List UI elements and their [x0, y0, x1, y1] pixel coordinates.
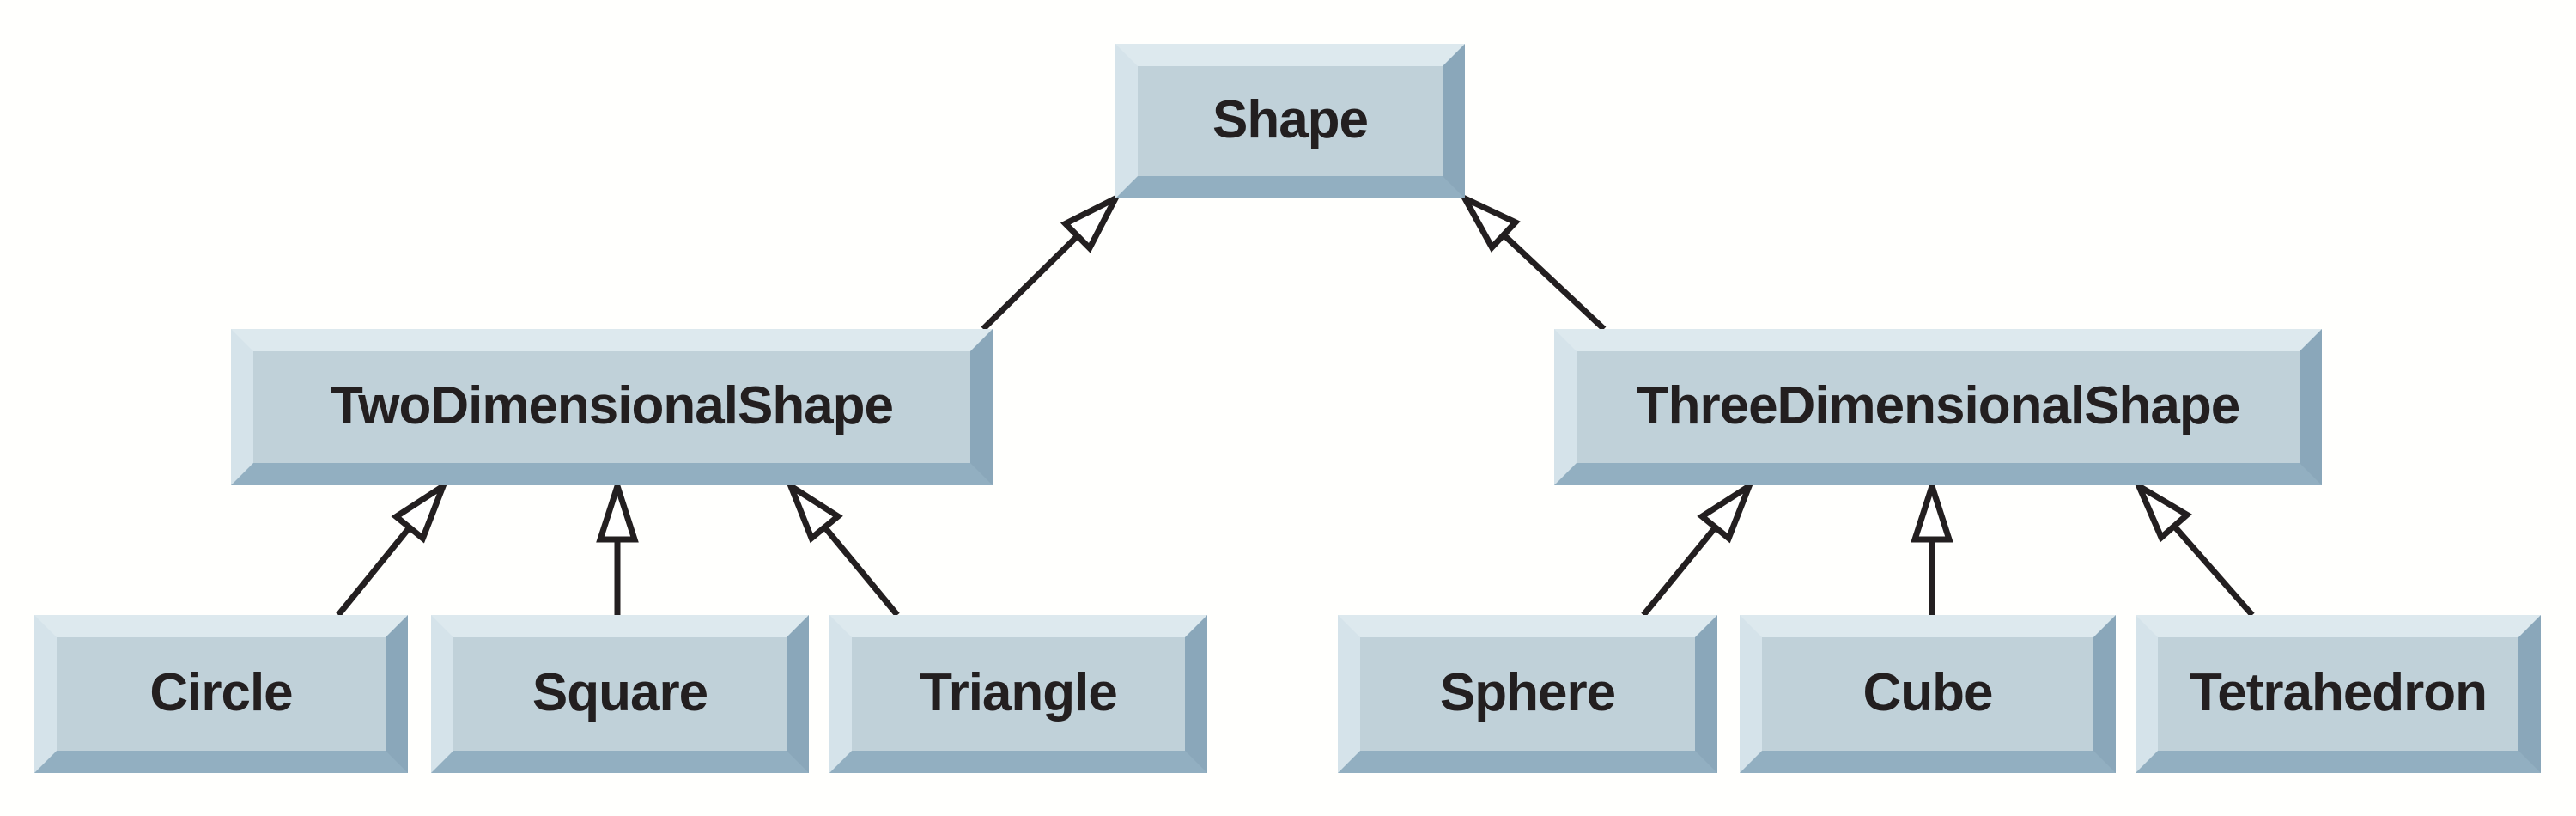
generalization-arrow-cube-to-threedimensionalshape — [1911, 476, 1953, 615]
class-node-label: Circle — [149, 662, 293, 722]
class-node-square: Square — [431, 615, 809, 773]
class-node-shape: Shape — [1115, 44, 1465, 198]
class-node-label: Tetrahedron — [2189, 662, 2488, 722]
class-node-threedimensionalshape: ThreeDimensionalShape — [1554, 329, 2322, 485]
class-node-label: Square — [532, 662, 708, 722]
class-node-label: Triangle — [920, 662, 1118, 722]
class-node-label: Shape — [1212, 89, 1369, 149]
class-node-label: Cube — [1862, 662, 1994, 722]
generalization-arrow-twodimensionalshape-to-shape — [981, 191, 1123, 332]
class-node-label: TwoDimensionalShape — [330, 375, 894, 435]
generalization-arrow-threedimensionalshape-to-shape — [1457, 192, 1607, 332]
class-node-triangle: Triangle — [829, 615, 1207, 773]
generalization-arrow-triangle-to-twodimensionalshape — [784, 478, 900, 618]
class-node-cube: Cube — [1740, 615, 2116, 773]
class-node-label: ThreeDimensionalShape — [1636, 375, 2241, 435]
generalization-arrow-sphere-to-threedimensionalshape — [1641, 478, 1756, 618]
class-node-twodimensionalshape: TwoDimensionalShape — [231, 329, 993, 485]
class-node-sphere: Sphere — [1338, 615, 1717, 773]
generalization-arrow-square-to-twodimensionalshape — [596, 476, 639, 615]
class-node-label: Sphere — [1439, 662, 1616, 722]
class-node-tetrahedron: Tetrahedron — [2136, 615, 2541, 773]
generalization-arrow-circle-to-twodimensionalshape — [336, 478, 450, 618]
class-node-circle: Circle — [34, 615, 408, 773]
generalization-arrow-tetrahedron-to-threedimensionalshape — [2132, 478, 2255, 618]
